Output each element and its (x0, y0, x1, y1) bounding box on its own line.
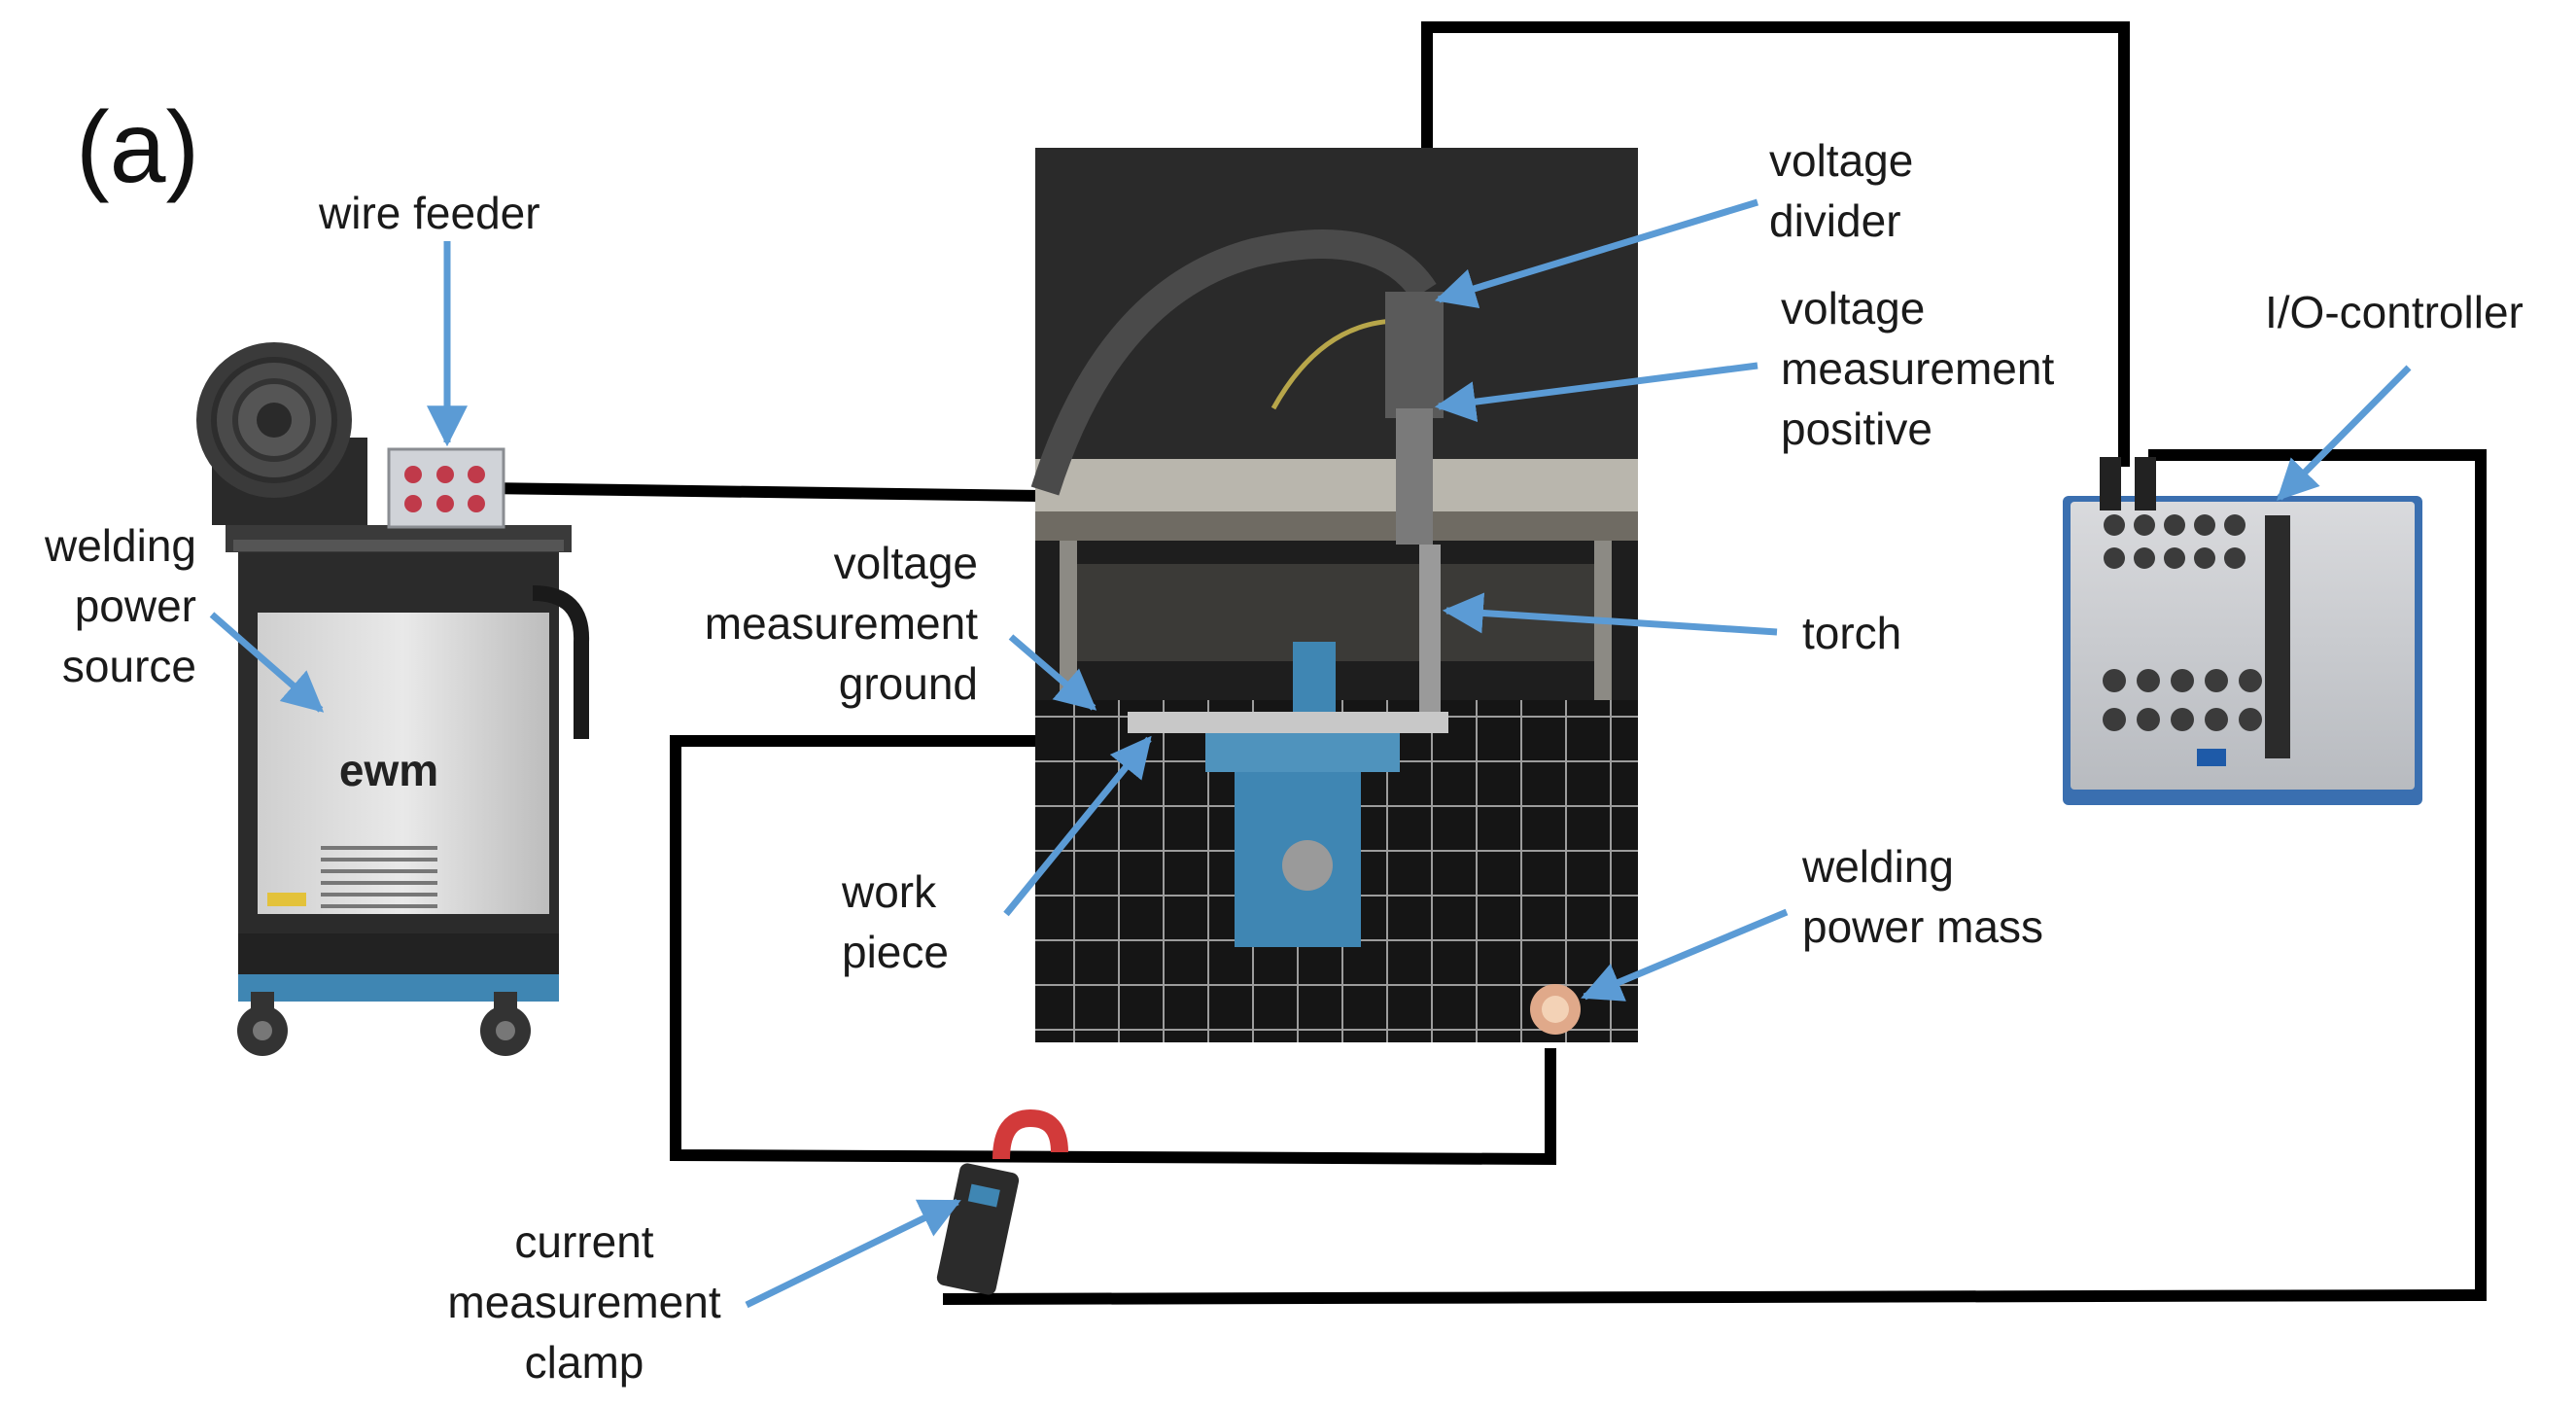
label-welding-power-source: welding power source (45, 520, 196, 691)
cable-ground-loop (670, 735, 1556, 1166)
arrow-voltage-positive (1434, 362, 1758, 423)
brand-logo: ewm (339, 745, 438, 795)
arrow-voltage-ground (1008, 634, 1097, 711)
arrow-power-source (209, 612, 325, 713)
panel-letter: (a) (76, 91, 200, 204)
label-voltage-divider: voltage divider (1769, 135, 1914, 246)
arrow-torch (1442, 592, 1778, 636)
label-welding-power-mass: welding power mass (1802, 841, 2043, 952)
cable-feeder-to-booth (485, 482, 1041, 502)
label-work-piece: work piece (842, 866, 949, 977)
io-controller-image (2063, 457, 2422, 805)
label-voltage-measurement-positive: voltage measurement positive (1781, 283, 2055, 454)
vent-grille (321, 846, 437, 908)
arrow-power-mass (1581, 908, 1789, 1002)
current-clamp-image (936, 1108, 1068, 1295)
arrow-current-clamp (745, 1198, 961, 1309)
label-voltage-measurement-ground: voltage measurement ground (704, 538, 978, 709)
label-current-measurement-clamp: current measurement clamp (447, 1216, 721, 1388)
welding-power-source-image: ewm (226, 525, 590, 1056)
arrow-work-piece (1003, 735, 1152, 917)
arrow-voltage-divider (1434, 198, 1759, 309)
work-piece-plate (1128, 712, 1448, 733)
annotation-arrows (209, 198, 2412, 1309)
welding-booth-image (1030, 148, 1638, 1042)
arrow-io-controller (2277, 365, 2412, 501)
label-wire-feeder: wire feeder (319, 188, 540, 238)
wire-feeder-image (196, 342, 505, 529)
label-torch: torch (1802, 608, 1902, 658)
label-io-controller: I/O-controller (2265, 287, 2524, 337)
cable-clamp-to-controller (942, 449, 2487, 1305)
